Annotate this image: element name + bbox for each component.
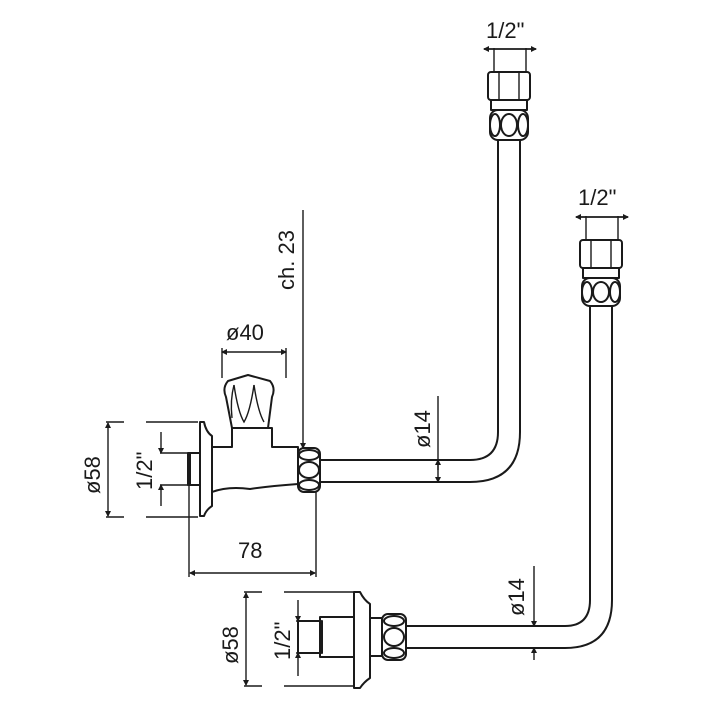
lower-flange-diameter-label: ø58	[218, 626, 243, 664]
lower-tube-diameter-label: ø14	[504, 578, 529, 616]
hex-size-leader: ch. 23	[274, 210, 306, 449]
upper-flange-thread-dimension: 1/2"	[132, 432, 190, 506]
lower-flange-diameter-dimension: ø58	[218, 591, 354, 687]
upper-tube-diameter-label: ø14	[410, 410, 435, 448]
valve-length-dimension: 78	[188, 485, 317, 577]
upper-tube-diameter-dimension: ø14	[410, 396, 441, 483]
top-fitting	[487, 71, 531, 141]
handle-diameter-dimension: ø40	[221, 320, 287, 378]
second-fitting-dimension: 1/2"	[575, 185, 629, 240]
top-fitting-dimension: 1/2"	[483, 18, 537, 72]
lower-flange-thread-label: 1/2"	[270, 622, 295, 660]
second-fitting	[579, 239, 623, 307]
lower-flange-thread-dimension: 1/2"	[270, 600, 322, 676]
lower-tube-diameter-dimension: ø14	[504, 566, 537, 660]
upper-tube	[317, 139, 521, 483]
lower-flange-assembly	[297, 591, 407, 689]
lower-tube	[404, 305, 613, 649]
upper-flange-thread-label: 1/2"	[132, 452, 157, 490]
top-fitting-thread-label: 1/2"	[486, 18, 524, 43]
upper-flange-diameter-label: ø58	[80, 456, 105, 494]
hex-size-label: ch. 23	[274, 230, 299, 290]
valve-length-label: 78	[238, 538, 262, 563]
handle-diameter-label: ø40	[226, 320, 264, 345]
upper-flange-diameter-dimension: ø58	[80, 421, 198, 518]
second-fitting-thread-label: 1/2"	[578, 185, 616, 210]
angle-valve	[187, 374, 321, 517]
